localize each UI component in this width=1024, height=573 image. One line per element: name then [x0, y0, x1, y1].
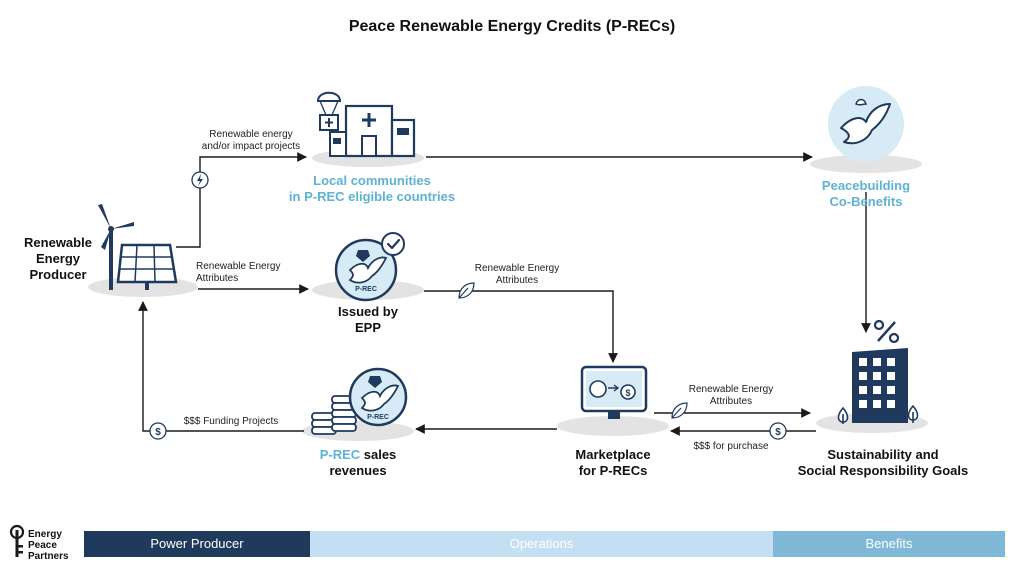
edge-label-rea-producer-line2: Attributes — [196, 273, 239, 284]
peacebuilding-platform — [810, 155, 922, 173]
dollar-icon: $ — [149, 422, 167, 440]
logo-line2: Peace — [28, 540, 57, 551]
bar-operations: Operations — [310, 531, 773, 557]
dove-icon — [828, 86, 904, 162]
marketplace-platform — [557, 416, 669, 436]
bar-benefits: Benefits — [773, 531, 1005, 557]
edge-label-purchase: $$$ for purchase — [693, 441, 769, 452]
edge-label-rea-market-line1: Renewable Energy — [688, 384, 774, 395]
checkmark-icon — [381, 232, 405, 256]
lightning-icon — [191, 171, 209, 189]
revenues-label-line1: P-REC sales — [298, 447, 418, 463]
marketplace-label-line2: for P-RECs — [578, 463, 648, 478]
edge-label-impact-line1: Renewable energy — [209, 129, 293, 140]
wind-turbine-icon — [98, 204, 134, 290]
peacebuilding-label-line1: Peacebuilding — [821, 178, 911, 193]
issued-label: Issued by EPP — [318, 304, 418, 336]
dollar-icon: $ — [769, 422, 787, 440]
logo-line3: Partners — [28, 551, 69, 562]
edge-label-rea-issued-line1: Renewable Energy — [474, 263, 560, 274]
communities-label-line2: in P-REC eligible countries — [288, 189, 456, 204]
edge-label-impact: Renewable energy and/or impact projects — [186, 129, 316, 153]
goals-label-line1: Sustainability and — [827, 447, 939, 462]
edge-label-rea-issued: Renewable Energy Attributes — [462, 263, 572, 287]
marketplace-label: Marketplace for P-RECs — [553, 447, 673, 479]
prec-badge-label: P-REC — [355, 286, 377, 293]
goals-label-line2: Social Responsibility Goals — [797, 463, 969, 478]
bar-power-producer: Power Producer — [84, 531, 310, 557]
edge-label-rea-producer-line1: Renewable Energy — [196, 261, 281, 272]
hospital-icon — [316, 91, 416, 158]
monitor-icon: $ — [580, 365, 648, 419]
peacebuilding-label: Peacebuilding Co-Benefits — [796, 178, 936, 210]
communities-label: Local communities in P-REC eligible coun… — [262, 173, 482, 205]
edge-revenues-to-producer — [138, 301, 304, 432]
logo-text: Energy Peace Partners — [28, 529, 84, 562]
solar-panel-icon — [116, 243, 178, 290]
svg-text:$: $ — [625, 388, 630, 398]
tree-icon — [837, 406, 849, 424]
tree-icon — [907, 404, 919, 423]
leaf-icon — [458, 282, 475, 299]
percent-icon — [873, 319, 900, 344]
edge-label-rea-producer: Renewable Energy Attributes — [196, 261, 306, 285]
revenues-label-line2: revenues — [329, 463, 387, 478]
building-icon — [852, 348, 908, 423]
producer-label: Renewable Energy Producer — [24, 235, 92, 282]
peacebuilding-label-line2: Co-Benefits — [829, 194, 903, 209]
edge-label-rea-issued-line2: Attributes — [495, 275, 539, 286]
marketplace-label-line1: Marketplace — [575, 447, 651, 462]
revenues-sales-text: sales — [360, 447, 397, 462]
prec-badge-icon — [348, 367, 408, 427]
edge-producer-to-communities — [176, 152, 307, 248]
prec-badge-label: P-REC — [367, 414, 389, 421]
edge-label-funding: $$$ Funding Projects — [183, 416, 279, 427]
logo-mark-icon — [9, 524, 25, 557]
prec-badge-icon — [334, 238, 398, 302]
logo-line1: Energy — [28, 529, 62, 540]
edge-label-impact-line2: and/or impact projects — [201, 141, 301, 152]
edge-label-rea-market-line2: Attributes — [709, 396, 753, 407]
svg-text:$: $ — [155, 427, 161, 438]
leaf-icon — [671, 402, 688, 419]
issued-label-line1: Issued by — [338, 304, 398, 319]
edge-issued-to-marketplace — [424, 290, 618, 363]
revenues-label: P-REC sales revenues — [298, 447, 418, 479]
communities-label-line1: Local communities — [313, 173, 431, 188]
revenues-prec-text: P-REC — [319, 447, 361, 462]
issued-label-line2: EPP — [354, 320, 381, 335]
edge-label-rea-market: Renewable Energy Attributes — [676, 384, 786, 408]
svg-text:$: $ — [775, 427, 781, 438]
goals-label: Sustainability and Social Responsibility… — [776, 447, 990, 479]
page-title: Peace Renewable Energy Credits (P-RECs) — [348, 18, 676, 35]
